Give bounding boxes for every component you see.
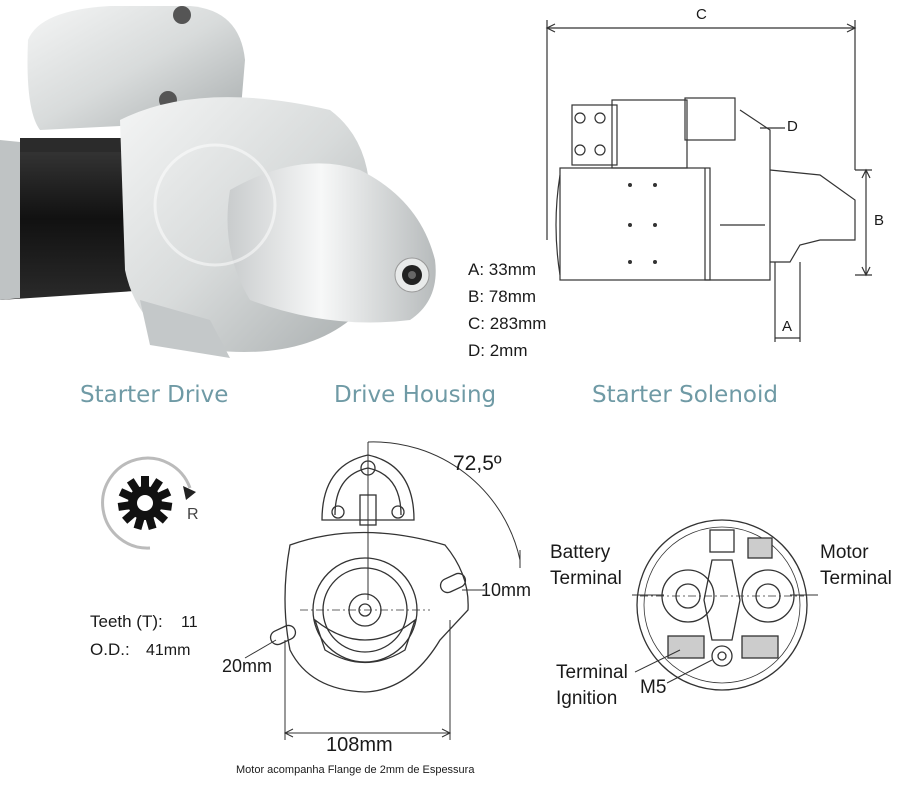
dim-letter-b: B — [874, 212, 885, 229]
od-value: 41mm — [146, 642, 191, 659]
dim-letter-a: A — [782, 318, 793, 335]
starter-solenoid-label: Starter Solenoid — [592, 382, 778, 408]
dimensions-list: A: 33mm B: 78mm C: 283mm D: 2mm — [468, 256, 546, 364]
dimension-d: D: 2mm — [468, 341, 528, 360]
teeth-value: 11 — [181, 614, 198, 631]
m5-label: M5 — [640, 677, 667, 698]
motor-terminal-label: Motor Terminal — [820, 542, 892, 589]
hole-right-label: 10mm — [481, 580, 532, 600]
teeth-label: Teeth (T): — [90, 612, 163, 631]
hole-left-label: 20mm — [222, 656, 273, 676]
drive-housing-label: Drive Housing — [334, 382, 497, 408]
dim-letter-d: D — [787, 118, 798, 135]
ignition-terminal-label: Terminal Ignition — [556, 662, 628, 709]
battery-terminal-label: Battery Terminal — [550, 542, 622, 589]
dim-letter-c: C — [696, 6, 707, 23]
dimension-b: B: 78mm — [468, 287, 537, 306]
od-label: O.D.: — [90, 640, 130, 659]
dimension-c: C: 283mm — [468, 314, 547, 333]
angle-label: 72,5º — [453, 452, 502, 475]
dimension-a: A: 33mm — [468, 260, 537, 279]
flange-width-label: 108mm — [326, 734, 393, 756]
rotation-direction-label: R — [187, 506, 199, 523]
flange-note: Motor acompanha Flange de 2mm de Espessu… — [236, 764, 475, 776]
starter-drive-label: Starter Drive — [80, 382, 229, 408]
